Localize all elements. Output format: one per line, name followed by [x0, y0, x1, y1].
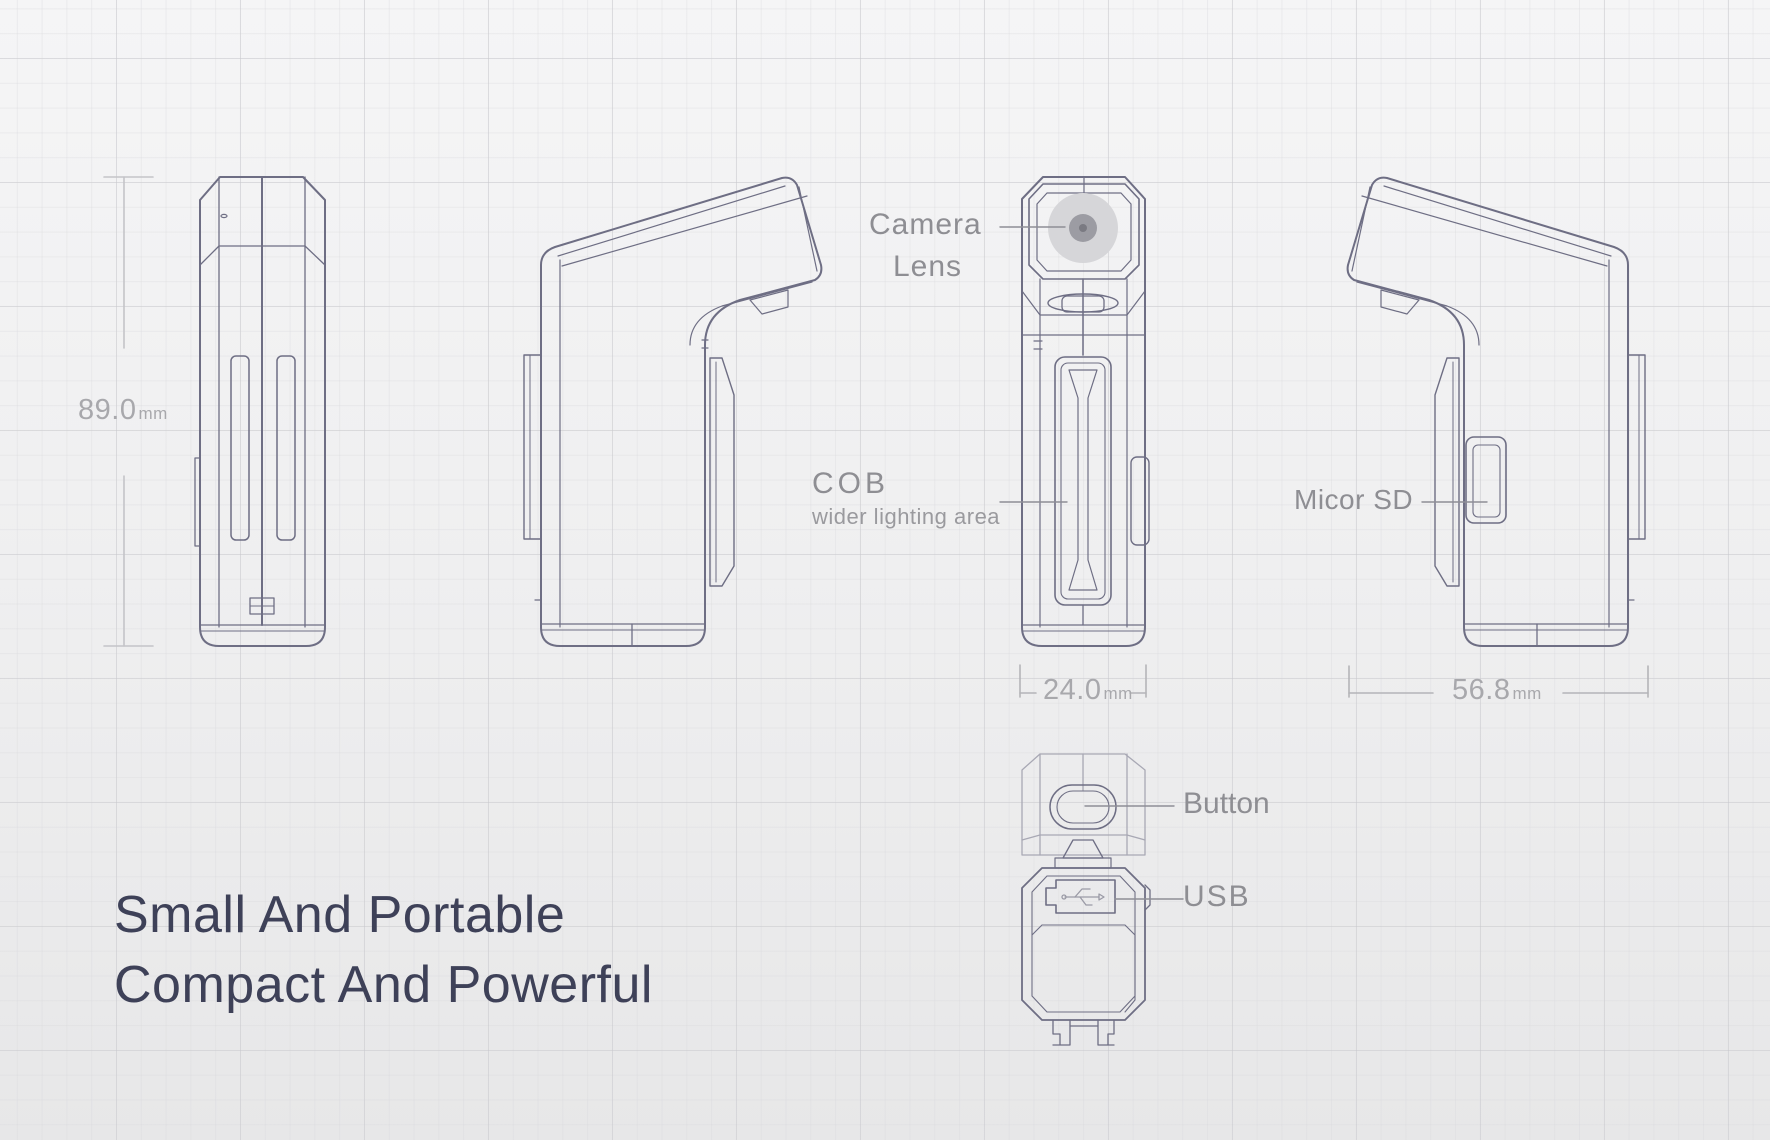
depth-unit: mm — [1103, 684, 1133, 703]
height-unit: mm — [138, 404, 168, 423]
side-view-angled-left — [523, 176, 823, 647]
height-dimension-line — [103, 176, 154, 647]
height-value: 89.0 — [78, 394, 137, 426]
usb-icon — [1061, 888, 1105, 906]
micro-sd-label: Micor SD — [1294, 484, 1414, 515]
cob-sublabel: wider lighting area — [812, 504, 1001, 529]
power-button — [1049, 784, 1117, 830]
camera-lens-label-line1: Camera — [869, 208, 982, 241]
width-unit: mm — [1512, 684, 1542, 703]
usb-label: USB — [1183, 880, 1251, 913]
width-dimension-line — [1348, 665, 1649, 698]
side-view-angled-right — [1346, 176, 1646, 647]
headline-line1: Small And Portable — [114, 886, 566, 944]
top-view — [1021, 753, 1151, 1046]
leader-lines — [999, 226, 1488, 900]
depth-value: 24.0 — [1043, 674, 1102, 706]
micro-sd-slot — [1465, 436, 1507, 524]
camera-lens-label-line2: Lens — [893, 250, 963, 283]
cob-label: COB — [812, 467, 890, 500]
button-label: Button — [1183, 787, 1270, 820]
front-view — [1021, 176, 1150, 647]
width-value: 56.8 — [1452, 674, 1511, 706]
side-view-left — [103, 176, 326, 647]
headline-line2: Compact And Powerful — [114, 956, 653, 1014]
depth-dimension-line — [1019, 664, 1147, 698]
usb-port — [1045, 879, 1116, 914]
